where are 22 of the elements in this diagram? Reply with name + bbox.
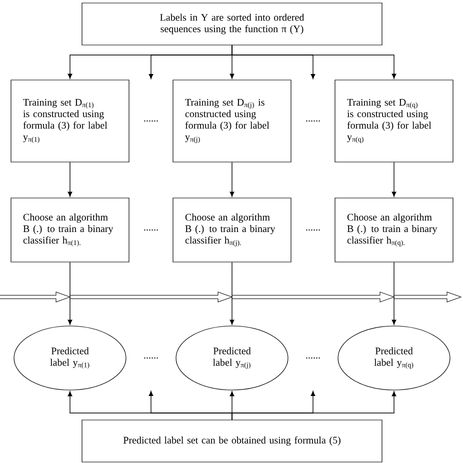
process-box: Training set D$_{π(j)}$ is constructed using formula (3) for label y$_{π(j)}$ bbox=[172, 80, 292, 162]
process-box: Predicted label set can be obtained using formula (5) bbox=[82, 420, 382, 462]
arrow bbox=[230, 262, 234, 325]
process-box: Training set D$_{π(1)}$ is constructed using formula (3) for label y$_{π(1)}$ bbox=[10, 80, 130, 162]
arrow bbox=[392, 262, 396, 325]
process-box: Choose an algorithm B (.) to train a binary classifier h$_{π(1).}$ bbox=[10, 198, 130, 262]
process-box: Choose an algorithm B (.) to train a binary classifier h$_{π(q).}$ bbox=[334, 198, 454, 262]
ellipsis-label: ...... bbox=[144, 357, 158, 359]
arrow bbox=[68, 162, 72, 197]
ellipsis-label: ...... bbox=[306, 229, 320, 231]
ellipsis-label: ...... bbox=[144, 120, 158, 122]
ellipsis-label: ...... bbox=[306, 120, 320, 122]
arrow bbox=[232, 391, 396, 420]
process-box: Labels in Y are sorted into ordered sequences using the function π (Y) bbox=[82, 2, 382, 46]
arrow bbox=[232, 44, 396, 79]
ellipsis-label: ...... bbox=[144, 229, 158, 231]
process-box: Choose an algorithm B (.) to train a binary classifier h$_{π(j).}$ bbox=[172, 198, 292, 262]
process-box: Training set D$_{π(q)}$ is constructed using formula (3) for label y$_{π(q)}$ bbox=[334, 80, 454, 162]
arrow bbox=[230, 162, 234, 197]
arrow bbox=[392, 162, 396, 197]
ellipsis-label: ...... bbox=[306, 357, 320, 359]
arrow bbox=[68, 262, 72, 325]
